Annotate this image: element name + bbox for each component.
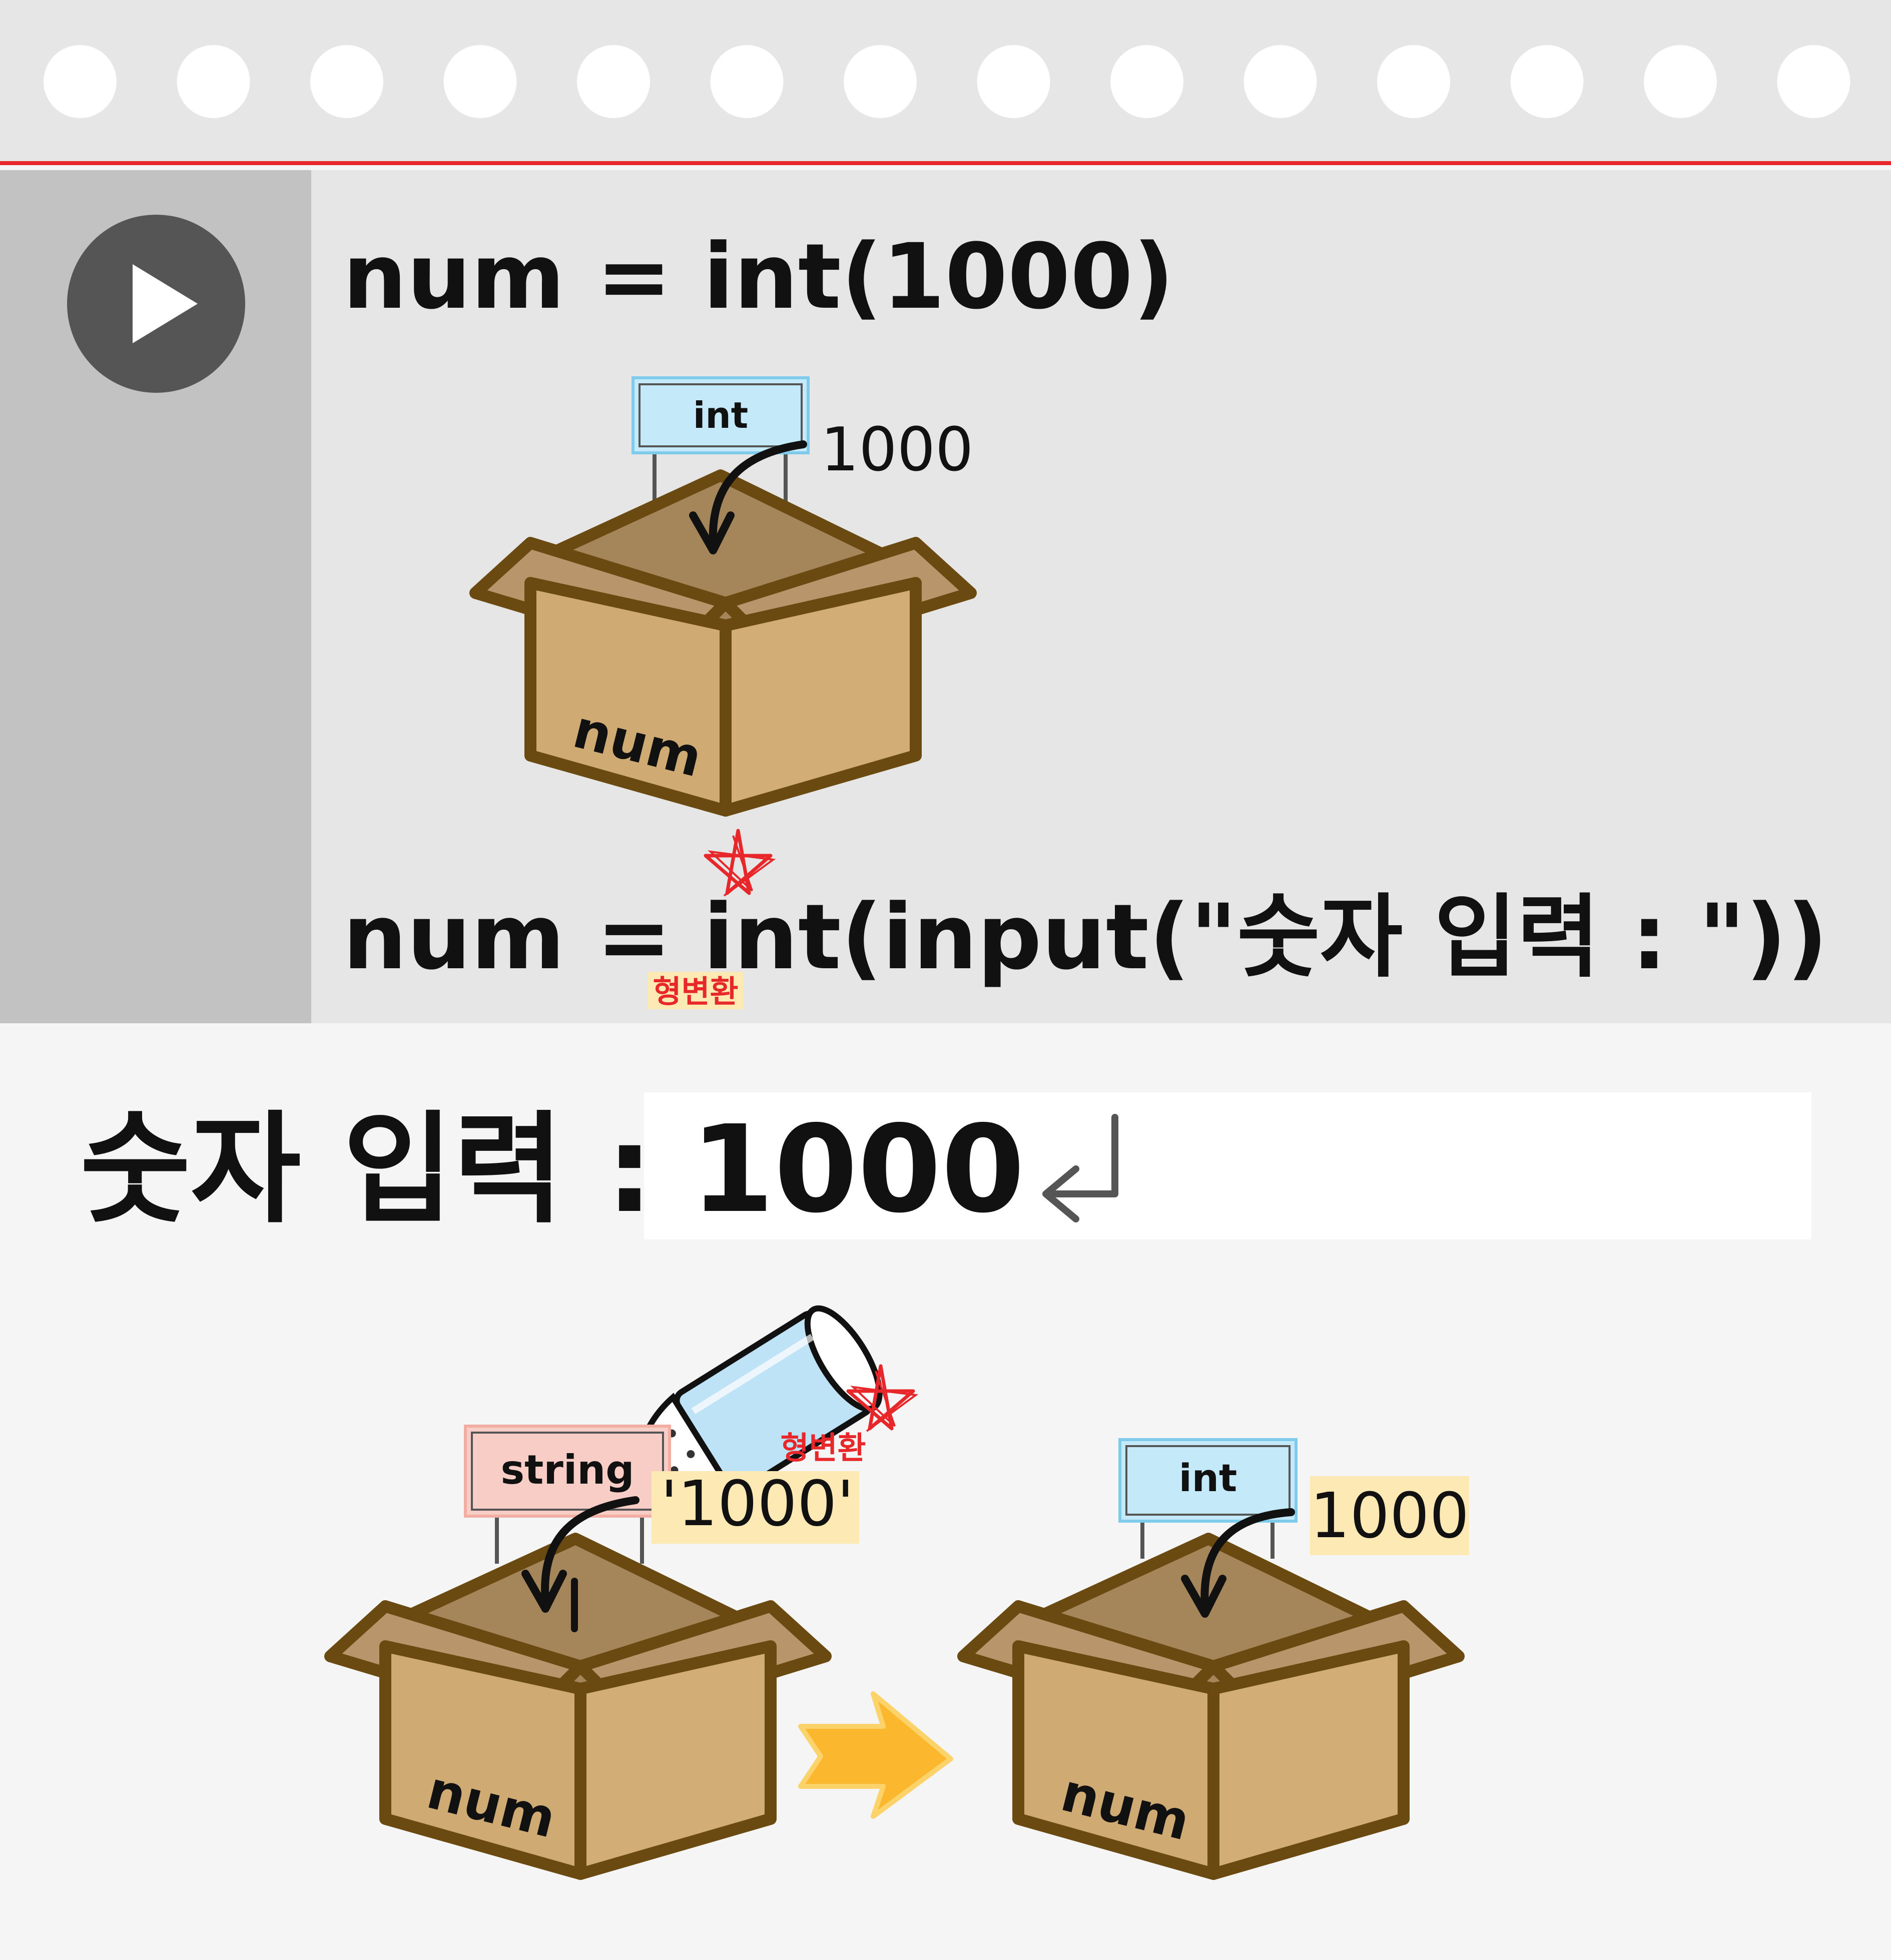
- code-line-1: num = int(1000): [343, 225, 1174, 329]
- binder-hole: [1243, 45, 1317, 118]
- binder-hole: [1377, 45, 1450, 118]
- binder-hole: [310, 45, 383, 118]
- int-variable-box: int 1000 num: [963, 1438, 1469, 1874]
- value-highlight: [652, 1471, 859, 1544]
- arrow-right-icon: [798, 1691, 953, 1819]
- int-tag: [632, 376, 810, 454]
- console-input-value: 1000: [691, 1099, 1025, 1239]
- play-icon: [133, 264, 198, 343]
- binder-hole: [1777, 45, 1850, 118]
- binder-holes: [44, 45, 1850, 118]
- binder-hole: [177, 45, 250, 118]
- conversion-note: 형변환: [780, 1430, 866, 1466]
- variable-box-num: int num 1000: [475, 376, 973, 811]
- binder-hole: [1510, 45, 1584, 118]
- binder-hole: [443, 45, 517, 118]
- binder-hole: [577, 45, 650, 118]
- binder-hole: [1110, 45, 1183, 118]
- assign-arrow-icon: [541, 1496, 640, 1605]
- binder-strip: [0, 0, 1891, 165]
- type-conversion-note: 형변환: [653, 973, 738, 1010]
- int-tag-label: int: [1179, 1456, 1237, 1500]
- string-value: '1000': [661, 1468, 854, 1540]
- binder-hole: [1644, 45, 1717, 118]
- assign-arrow-icon: [709, 440, 807, 547]
- int-tag-label: int: [693, 394, 748, 436]
- binder-hole: [44, 45, 117, 118]
- binder-hole: [710, 45, 784, 118]
- enter-return-icon: [1042, 1114, 1118, 1222]
- value-highlight: [1310, 1476, 1469, 1555]
- box-value: 1000: [821, 415, 973, 485]
- code-line-2: num = int(input("숫자 입력 : ")): [343, 885, 1828, 990]
- int-value: 1000: [1310, 1480, 1469, 1552]
- cardboard-box-icon: [963, 1539, 1459, 1874]
- console-prompt: 숫자 입력 :: [80, 1099, 654, 1239]
- string-tag-label: string: [501, 1447, 635, 1493]
- binder-hole: [844, 45, 917, 118]
- string-variable-box: string '1000' num: [330, 1425, 859, 1874]
- console-input-field[interactable]: [644, 1092, 1811, 1239]
- int-tag: [1118, 1438, 1298, 1523]
- assign-arrow-icon: [1200, 1508, 1295, 1610]
- play-button[interactable]: [67, 215, 245, 393]
- binder-hole: [977, 45, 1050, 118]
- annotation-highlight: [648, 972, 743, 1009]
- red-divider: [0, 161, 1891, 165]
